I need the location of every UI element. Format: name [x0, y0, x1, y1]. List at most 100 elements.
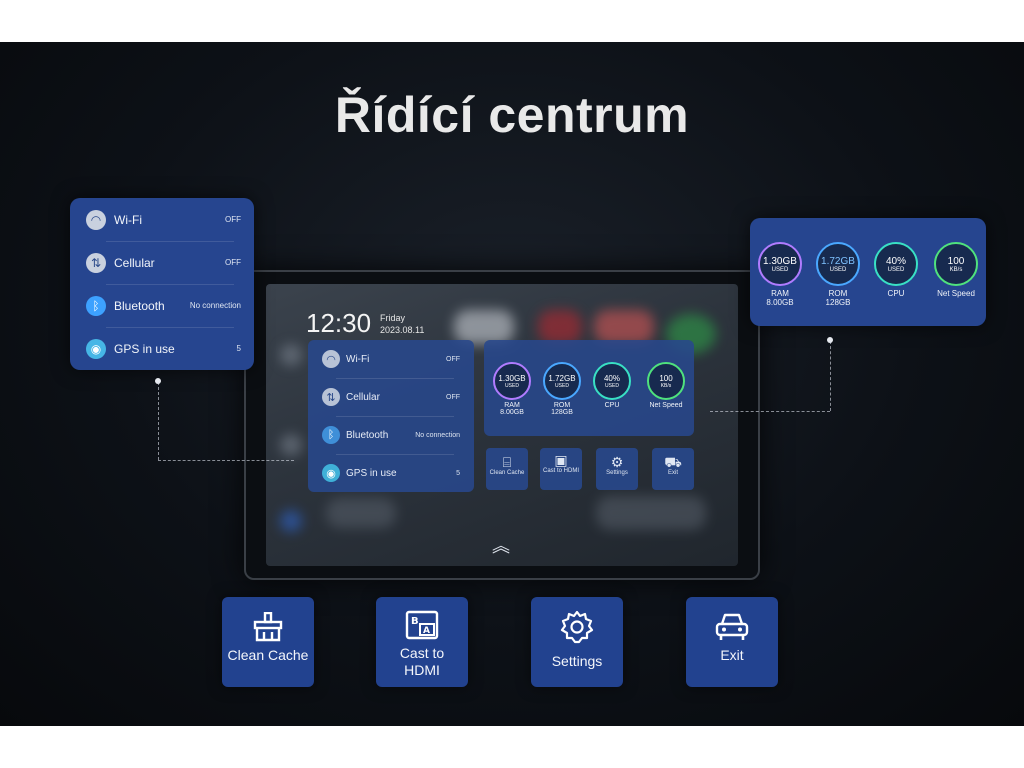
stage: Řídící centrum 12:30 Friday 2023.08.11 ◠ — [0, 42, 1024, 726]
screen-row-gps[interactable]: ◉ GPS in use 5 — [308, 454, 474, 492]
gauge-sub: USED — [505, 382, 519, 389]
cast-hdmi-label-line2: HDMI — [404, 662, 440, 678]
device-screen: 12:30 Friday 2023.08.11 ◠ Wi-Fi OFF ⇅ Ce… — [266, 284, 738, 566]
screen-clean-cache-button[interactable]: ⌸ Clean Cache — [486, 448, 528, 490]
gauge-label: CPU — [604, 402, 620, 409]
callout-gauge-net: 100 KB/s Net Speed — [930, 242, 982, 298]
callout-row-cellular[interactable]: ⇅ Cellular OFF — [70, 241, 254, 284]
gauge-value: 100 — [659, 373, 673, 383]
screen-row-label: Bluetooth — [346, 429, 389, 441]
wifi-icon: ◠ — [86, 209, 106, 230]
callout-row-value: OFF — [225, 215, 241, 224]
broom-icon — [222, 607, 314, 647]
callout-gauge-ram: 1.30GB USED RAM 8.00GB — [756, 242, 804, 307]
gauge-label: ROM — [553, 402, 571, 409]
connector-line — [158, 460, 294, 461]
gauge-ring: 40% USED — [874, 242, 918, 286]
callout-row-label: GPS in use — [114, 341, 175, 356]
exit-button[interactable]: Exit — [686, 597, 778, 687]
bluetooth-icon: ᛒ — [86, 295, 106, 316]
network-callout: ◠ Wi-Fi OFF ⇅ Cellular OFF ᛒ Bluetooth N… — [70, 198, 254, 370]
callout-row-label: Bluetooth — [114, 298, 165, 313]
screen-stats-panel: 1.30GB USED RAM 8.00GB 1.72GB USED ROM 1… — [484, 340, 694, 436]
gauge-ring: 100 KB/s — [647, 362, 685, 400]
gear-icon — [531, 607, 623, 647]
cellular-icon: ⇅ — [322, 388, 340, 406]
screen-network-panel: ◠ Wi-Fi OFF ⇅ Cellular OFF ᛒ Bluetooth N… — [308, 340, 474, 492]
gauge-value: 1.30GB — [763, 255, 797, 267]
screen-row-bluetooth[interactable]: ᛒ Bluetooth No connection — [308, 416, 474, 454]
screen-button-label: Settings — [606, 470, 628, 476]
divider — [336, 416, 454, 417]
gauge-ring: 1.72GB USED — [543, 362, 581, 400]
screen-row-wifi[interactable]: ◠ Wi-Fi OFF — [308, 340, 474, 378]
cast-hdmi-icon: ▣ — [554, 452, 568, 468]
gauge-sub: KB/s — [949, 266, 963, 273]
bluetooth-icon: ᛒ — [322, 426, 340, 444]
connector-dot — [827, 337, 833, 343]
divider — [336, 454, 454, 455]
gauge-value: 1.30GB — [498, 373, 526, 383]
callout-row-wifi[interactable]: ◠ Wi-Fi OFF — [70, 198, 254, 241]
exit-label: Exit — [720, 647, 744, 663]
connector-dot — [155, 378, 161, 384]
screen-gauge-cpu: 40% USED CPU — [592, 362, 632, 409]
gauge-value: 100 — [947, 255, 965, 267]
clean-cache-button[interactable]: Clean Cache — [222, 597, 314, 687]
divider — [106, 284, 234, 285]
page-title: Řídící centrum — [334, 87, 690, 143]
gauge-label2: 8.00GB — [766, 298, 794, 307]
gauge-label: CPU — [887, 289, 905, 298]
gear-icon: ⚙ — [610, 454, 624, 470]
callout-row-value: No connection — [189, 301, 241, 310]
screen-row-value: OFF — [446, 393, 460, 401]
callout-gauge-rom: 1.72GB USED ROM 128GB — [814, 242, 862, 307]
gauge-label: Net Speed — [649, 402, 683, 409]
callout-row-value: 5 — [236, 344, 241, 353]
cast-hdmi-icon: B A — [376, 605, 468, 645]
divider — [106, 327, 234, 328]
callout-row-label: Wi-Fi — [114, 212, 142, 227]
gauge-ring: 1.30GB USED — [493, 362, 531, 400]
gauge-sub: KB/s — [660, 382, 672, 389]
screen-row-label: GPS in use — [346, 467, 397, 479]
head-unit-device: 12:30 Friday 2023.08.11 ◠ Wi-Fi OFF ⇅ Ce… — [244, 270, 760, 580]
gauge-sub: USED — [887, 266, 905, 273]
gauge-sub: USED — [771, 266, 789, 273]
screen-day: Friday — [380, 313, 406, 323]
car-icon — [686, 607, 778, 647]
cellular-icon: ⇅ — [86, 252, 106, 273]
gauge-value: 40% — [603, 373, 620, 383]
divider — [106, 241, 234, 242]
screen-row-value: OFF — [446, 355, 460, 363]
screen-row-label: Wi-Fi — [346, 353, 370, 365]
connector-line — [830, 341, 831, 411]
gauge-ring: 40% USED — [593, 362, 631, 400]
gps-icon: ◉ — [322, 464, 340, 482]
screen-row-cellular[interactable]: ⇅ Cellular OFF — [308, 378, 474, 416]
screen-exit-button[interactable]: ⛟ Exit — [652, 448, 694, 490]
connector-line — [158, 382, 159, 460]
screen-gauge-rom: 1.72GB USED ROM 128GB — [542, 362, 582, 416]
gps-icon: ◉ — [86, 338, 106, 359]
gauge-sub: USED — [555, 382, 569, 389]
gauge-value: 1.72GB — [548, 373, 576, 383]
cast-hdmi-label-line1: Cast to — [399, 645, 445, 661]
screen-date-value: 2023.08.11 — [380, 325, 425, 335]
screen-settings-button[interactable]: ⚙ Settings — [596, 448, 638, 490]
gauge-label2: 128GB — [825, 298, 851, 307]
callout-row-gps[interactable]: ◉ GPS in use 5 — [70, 327, 254, 370]
gauge-sub: USED — [829, 266, 847, 273]
screen-row-label: Cellular — [346, 391, 380, 403]
cast-hdmi-button[interactable]: B A Cast to HDMI — [376, 597, 468, 687]
chevron-up-icon[interactable]: ︽ — [492, 536, 510, 556]
screen-gauge-ram: 1.30GB USED RAM 8.00GB — [492, 362, 532, 416]
screen-gauge-net: 100 KB/s Net Speed — [644, 362, 688, 409]
screen-cast-hdmi-button[interactable]: ▣ Cast to HDMI — [540, 448, 582, 490]
screen-row-value: No connection — [415, 431, 460, 439]
settings-button[interactable]: Settings — [531, 597, 623, 687]
screen-clock: 12:30 — [306, 308, 372, 338]
screen-row-value: 5 — [456, 469, 460, 477]
callout-row-bluetooth[interactable]: ᛒ Bluetooth No connection — [70, 284, 254, 327]
gauge-label: Net Speed — [937, 289, 975, 298]
